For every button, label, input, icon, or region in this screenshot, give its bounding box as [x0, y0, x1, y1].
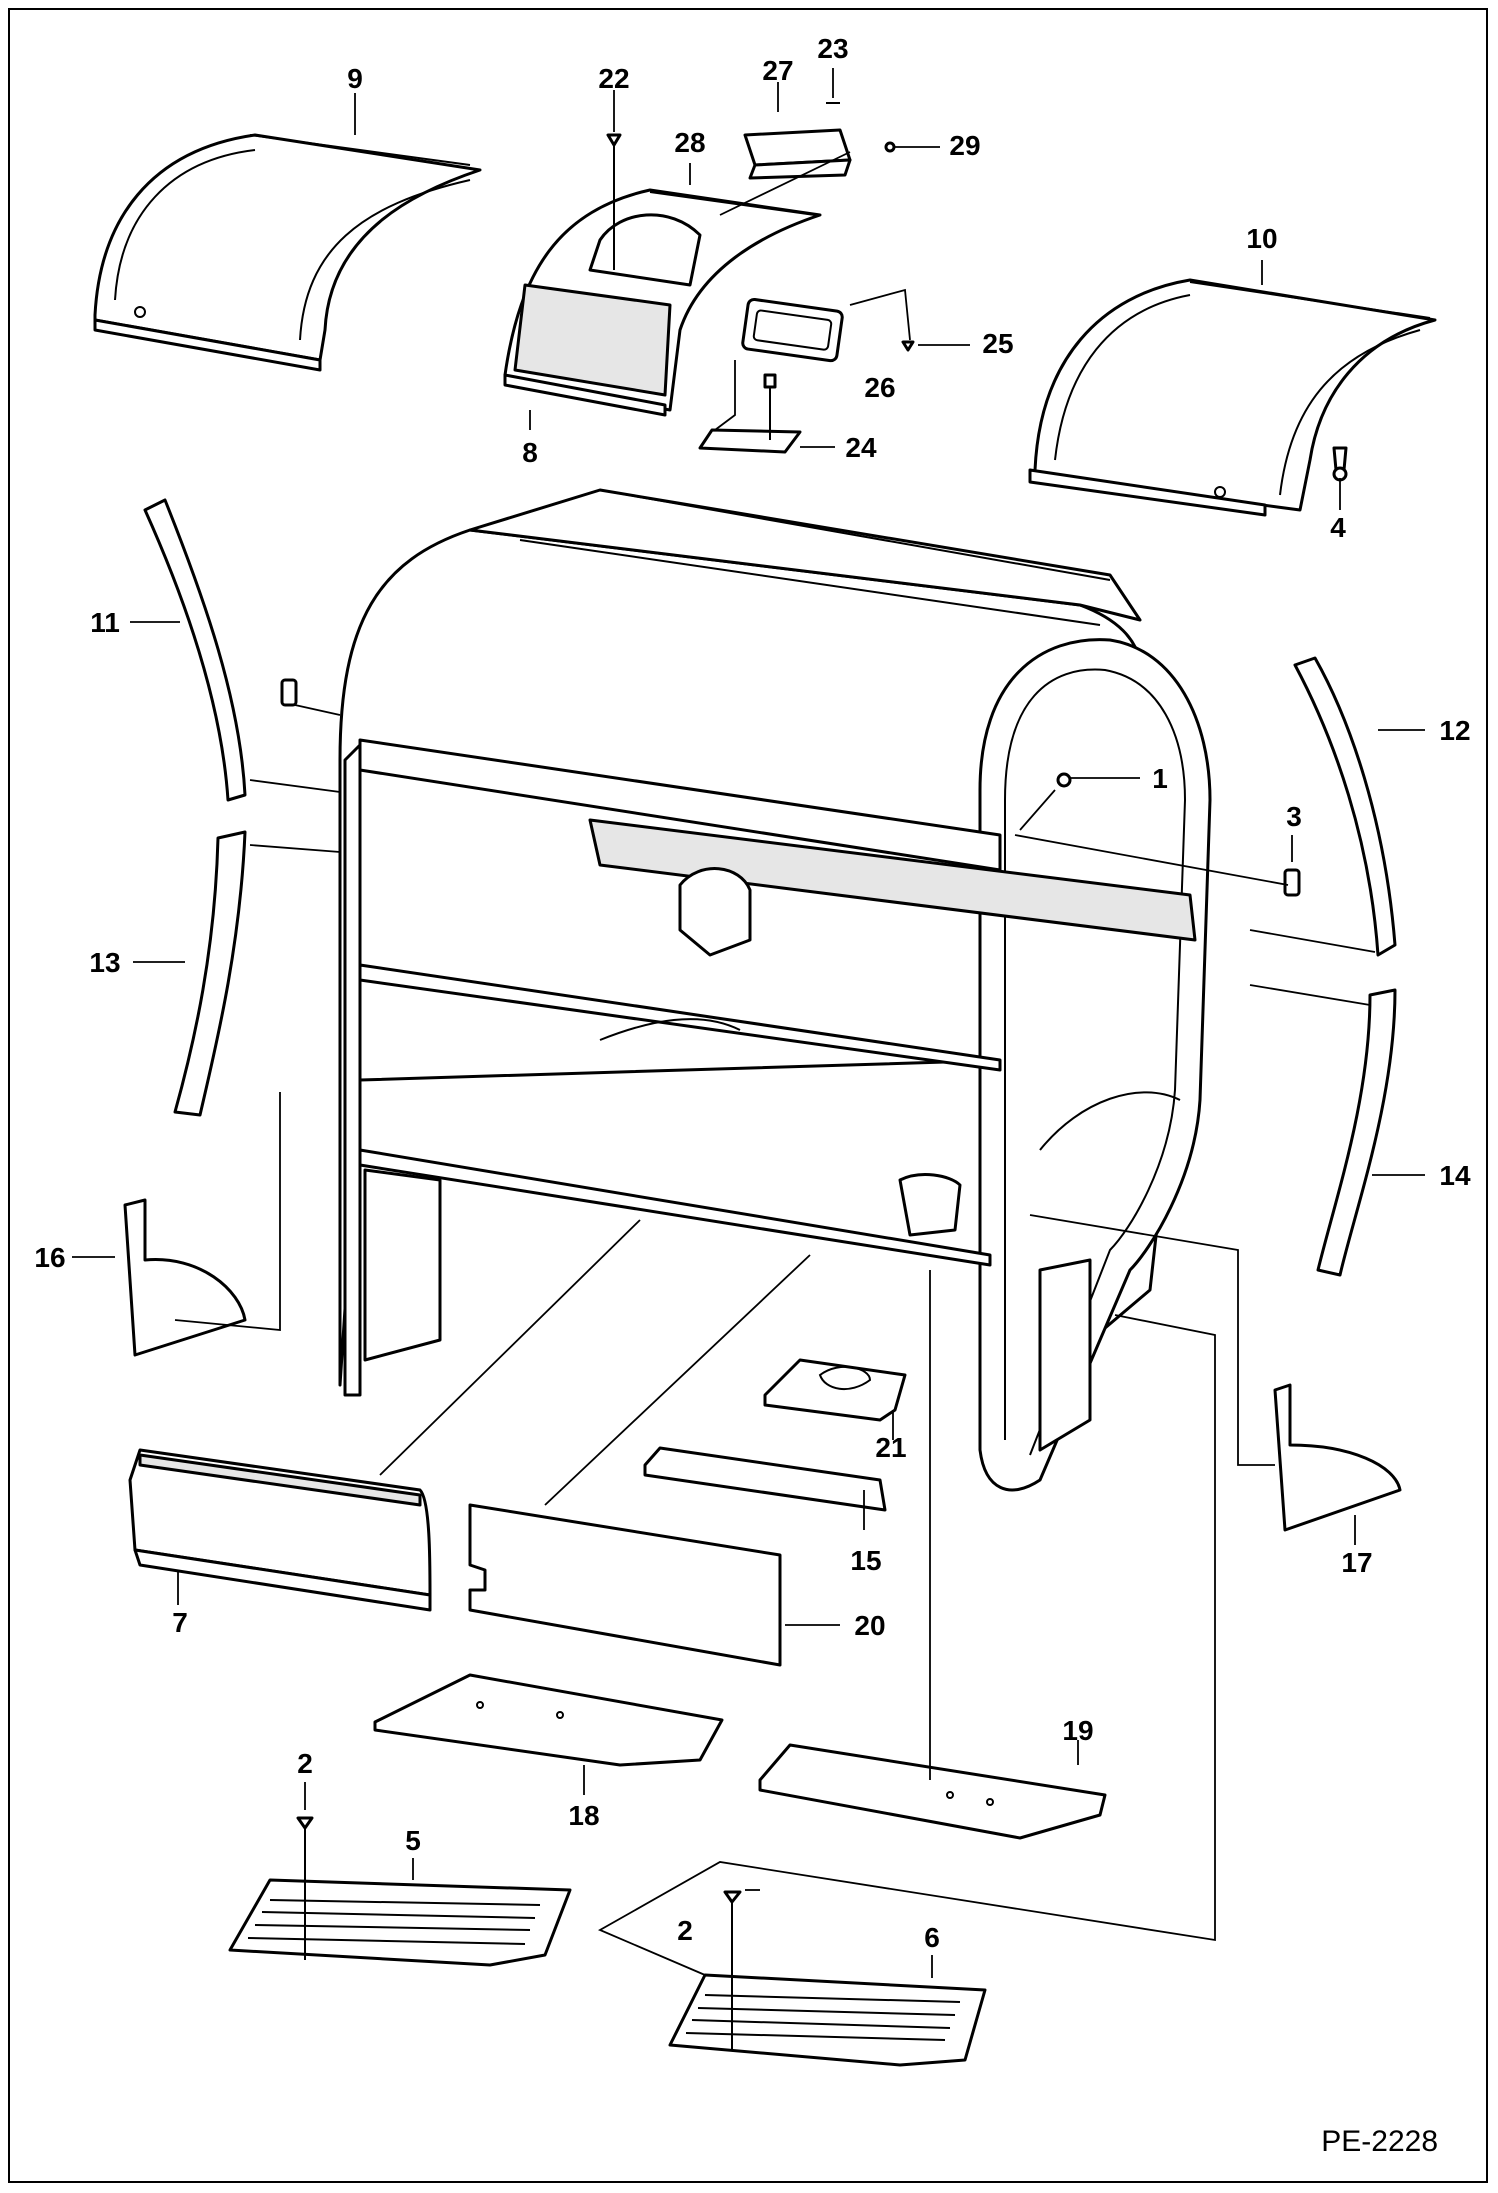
callout-17: 17: [1341, 1547, 1372, 1578]
part-3-clip: [1283, 868, 1301, 897]
part-17-side-panel: [1273, 1383, 1402, 1532]
leader-lines: [72, 68, 1425, 1978]
callout-13: 13: [89, 947, 120, 978]
callout-3: 3: [1286, 801, 1302, 832]
part-8-roof-cover-center: [503, 188, 822, 417]
part-18-floor-plate: [373, 1673, 724, 1767]
callout-28: 28: [674, 127, 705, 158]
callout-29: 29: [949, 130, 980, 161]
part-6-floor-mat: [668, 1973, 987, 2067]
part-29-screw: [884, 141, 896, 153]
part-7-lower-cover: [128, 1448, 432, 1612]
part-3-clip-left: [280, 678, 298, 707]
callout-1: 1: [1152, 763, 1168, 794]
drawing-frame: [8, 8, 1488, 2183]
part-16-side-panel: [123, 1198, 247, 1357]
part-9-roof-cover-left: [93, 133, 482, 372]
callout-7: 7: [172, 1607, 188, 1638]
callout-4: 4: [1330, 512, 1346, 543]
part-4-screw: [1332, 446, 1348, 482]
callout-11: 11: [90, 607, 120, 638]
callout-16: 16: [34, 1242, 65, 1273]
callout-20: 20: [854, 1610, 885, 1641]
part-2-fastener-left: [296, 1816, 314, 1960]
part-13-trim-strip: [173, 830, 247, 1117]
callout-21: 21: [875, 1432, 906, 1463]
callout-labels: 9 22 27 23 28 29 25 26 24 8 10 4 11 12 1…: [34, 33, 1471, 1953]
callout-27: 27: [762, 55, 793, 86]
callout-8: 8: [522, 437, 538, 468]
drawing-reference-code: PE-2228: [1321, 2125, 1438, 2158]
part-20-panel: [468, 1503, 782, 1667]
callout-22: 22: [598, 63, 629, 94]
part-15-strip: [643, 1446, 887, 1512]
callout-9: 9: [347, 63, 363, 94]
part-1-grommet: [1056, 772, 1072, 788]
callout-24: 24: [845, 432, 877, 463]
part-25-screw: [901, 340, 915, 352]
part-19-floor-plate: [758, 1743, 1107, 1840]
part-5-floor-mat: [228, 1878, 572, 1967]
part-14-trim-strip: [1316, 988, 1397, 1277]
cab-frame: [338, 488, 1212, 1492]
part-12-trim-strip: [1293, 656, 1397, 957]
callout-25: 25: [982, 328, 1013, 359]
callout-2-right: 2: [677, 1915, 693, 1946]
callout-18: 18: [568, 1800, 599, 1831]
part-26-gasket: [741, 297, 844, 363]
callout-2-left: 2: [297, 1748, 313, 1779]
part-10-roof-cover-right: [1028, 278, 1437, 517]
callout-23: 23: [817, 33, 848, 64]
callout-19: 19: [1062, 1715, 1093, 1746]
callout-15: 15: [850, 1545, 881, 1576]
part-2-fastener-right: [723, 1890, 742, 2050]
part-11-trim-strip: [143, 498, 247, 802]
callout-14: 14: [1439, 1160, 1471, 1191]
part-24-latch: [698, 373, 802, 454]
callout-12: 12: [1439, 715, 1470, 746]
callout-10: 10: [1246, 223, 1277, 254]
part-21-plate: [763, 1358, 907, 1422]
part-22-screw: [606, 133, 622, 270]
callout-5: 5: [405, 1825, 421, 1856]
callout-6: 6: [924, 1922, 940, 1953]
callout-26: 26: [864, 372, 895, 403]
part-27-bracket: [743, 128, 852, 180]
